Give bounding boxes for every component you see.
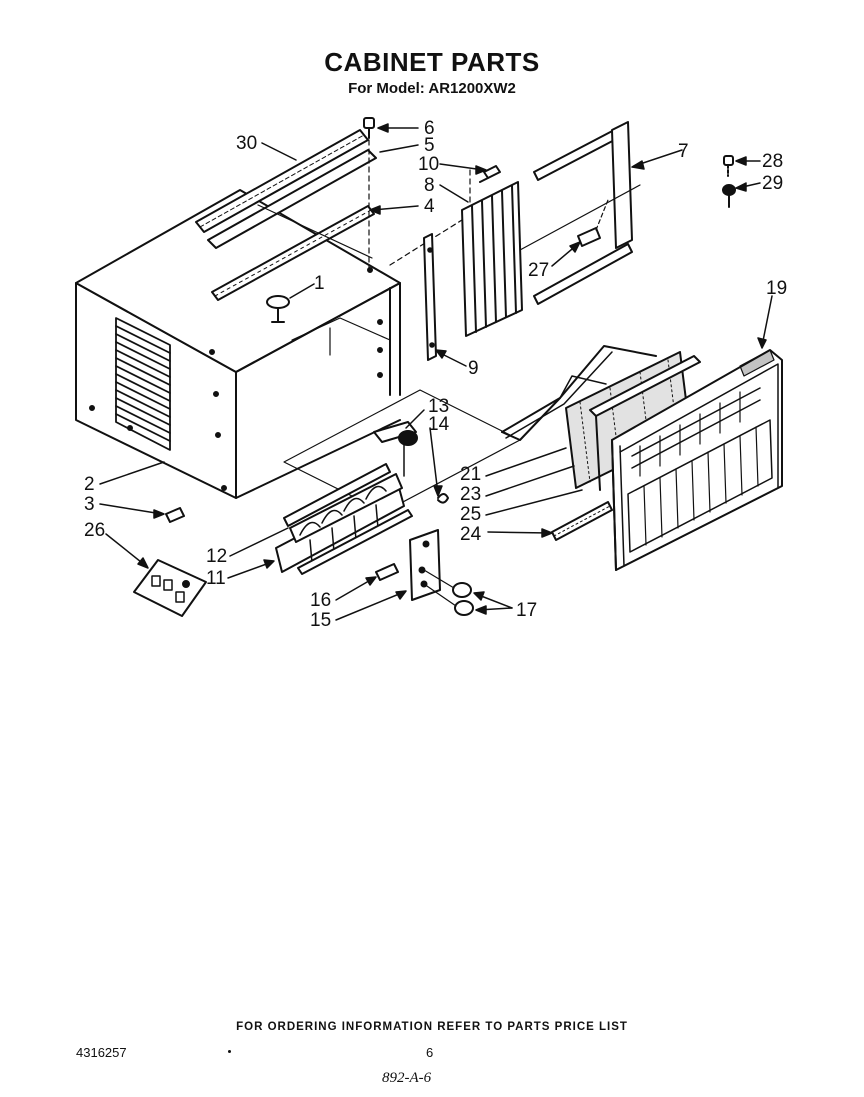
screw-3: [165, 507, 185, 523]
callout-23: 23: [460, 484, 481, 505]
callout-4: 4: [424, 196, 435, 217]
footer-dot: [228, 1050, 231, 1053]
screw-10: [479, 165, 501, 183]
callout-25: 25: [460, 504, 481, 525]
bracket-13: [373, 421, 418, 477]
callout-2: 2: [84, 474, 95, 495]
rod-12: [283, 463, 391, 527]
leader-lines: [99, 123, 773, 621]
callout-11: 11: [206, 568, 226, 589]
callout-29: 29: [762, 173, 783, 194]
callout-1: 1: [314, 273, 325, 294]
page-number: 6: [426, 1045, 434, 1060]
filter-frame-21: [501, 345, 657, 441]
callout-13: 13: [428, 396, 449, 417]
callout-9: 9: [468, 358, 479, 379]
filter-retainer-25: [589, 355, 701, 491]
page-title: CABINET PARTS: [324, 47, 540, 77]
handwritten-code: 892-A-6: [382, 1070, 432, 1086]
hardware-bag-26: [133, 559, 207, 617]
exploded-view-diagram: 30 6 5 10 8 4 1 7 28 29 27 9 19 13 14 2 …: [75, 117, 787, 631]
callout-15: 15: [310, 610, 331, 631]
front-grille-19: [611, 349, 783, 571]
callout-19: 19: [766, 278, 787, 299]
frame-7: [519, 121, 641, 305]
callout-5: 5: [424, 135, 435, 156]
rail-5: [207, 149, 377, 249]
callout-7: 7: [678, 141, 689, 162]
ordering-note: FOR ORDERING INFORMATION REFER TO PARTS …: [236, 1021, 628, 1033]
callout-24: 24: [460, 524, 482, 545]
strip-9: [423, 233, 437, 361]
callout-6: 6: [424, 118, 435, 139]
document-number: 4316257: [76, 1045, 127, 1060]
screw-28: [723, 155, 734, 177]
callout-17: 17: [516, 600, 537, 621]
callout-10: 10: [418, 154, 439, 175]
fastener-27: [577, 199, 609, 247]
callout-8: 8: [424, 175, 435, 196]
rail-4: [211, 205, 375, 301]
screw-6: [363, 117, 375, 139]
pin-16: [375, 563, 399, 581]
callout-12: 12: [206, 546, 227, 567]
plate-15: [409, 529, 441, 601]
callout-14: 14: [428, 414, 450, 435]
bumpers-17: [423, 569, 474, 616]
model-subtitle: For Model: AR1200XW2: [348, 80, 516, 97]
callout-16: 16: [310, 590, 331, 611]
rail-24: [551, 501, 613, 541]
callout-27: 27: [528, 260, 549, 281]
clip-14: [437, 493, 449, 504]
louver-assembly-11: [275, 473, 413, 575]
callout-30: 30: [236, 133, 257, 154]
callout-21: 21: [460, 464, 481, 485]
callout-3: 3: [84, 494, 95, 515]
callout-labels: 30 6 5 10 8 4 1 7 28 29 27 9 19 13 14 2 …: [84, 118, 787, 631]
callout-28: 28: [762, 151, 783, 172]
callout-26: 26: [84, 520, 105, 541]
side-louvers: [115, 317, 171, 451]
gasket-8: [461, 181, 523, 337]
clip-29: [722, 184, 736, 208]
knob-1: [266, 295, 290, 323]
rail-30: [195, 129, 369, 233]
